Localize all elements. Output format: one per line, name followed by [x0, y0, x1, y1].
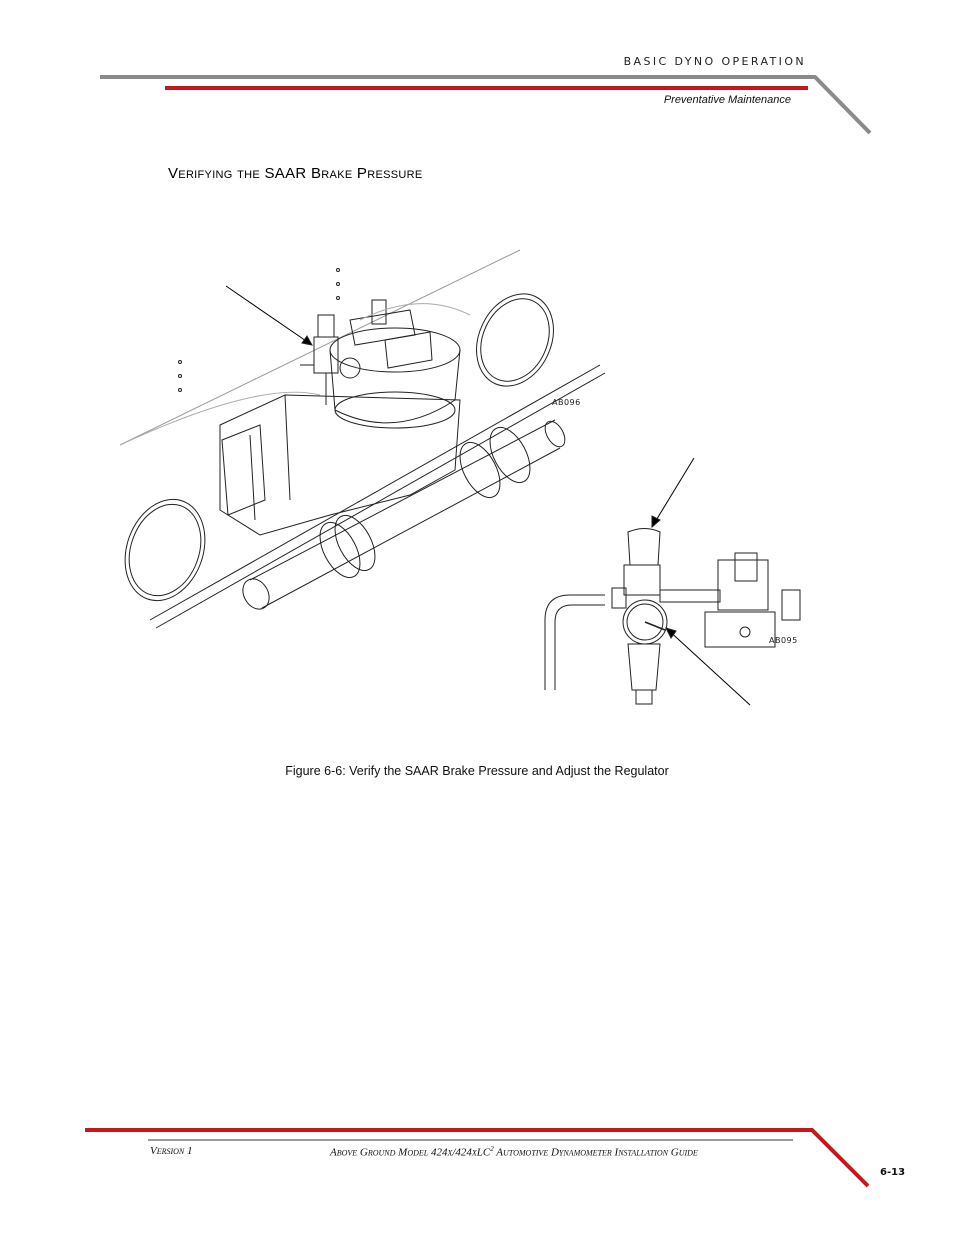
footer-red-rule	[85, 1128, 870, 1188]
figure-regulator-detail	[544, 457, 801, 706]
footer-guide-title-a: Above Ground Model 424x/424xLC	[330, 1146, 491, 1159]
section-heading: Verifying the SAAR Brake Pressure	[168, 165, 423, 182]
figure-2-id: AB095	[769, 636, 798, 645]
figure-1-id: AB096	[552, 398, 581, 407]
figure-caption: Figure 6-6: Verify the SAAR Brake Pressu…	[285, 764, 669, 778]
header-section-title: BASIC DYNO OPERATION	[623, 55, 806, 68]
figure-brake-assembly	[119, 249, 606, 629]
footer-guide-title: Above Ground Model 424x/424xLC2 Automoti…	[330, 1145, 698, 1159]
header-subsection: Preventative Maintenance	[663, 94, 791, 106]
footer-version: Version 1	[150, 1145, 193, 1157]
footer-guide-title-sup: 2	[490, 1145, 494, 1153]
footer-guide-title-b: Automotive Dynamometer Installation Guid…	[493, 1146, 698, 1159]
page-number: 6-13	[880, 1167, 906, 1178]
header-gray-rule	[100, 75, 872, 135]
